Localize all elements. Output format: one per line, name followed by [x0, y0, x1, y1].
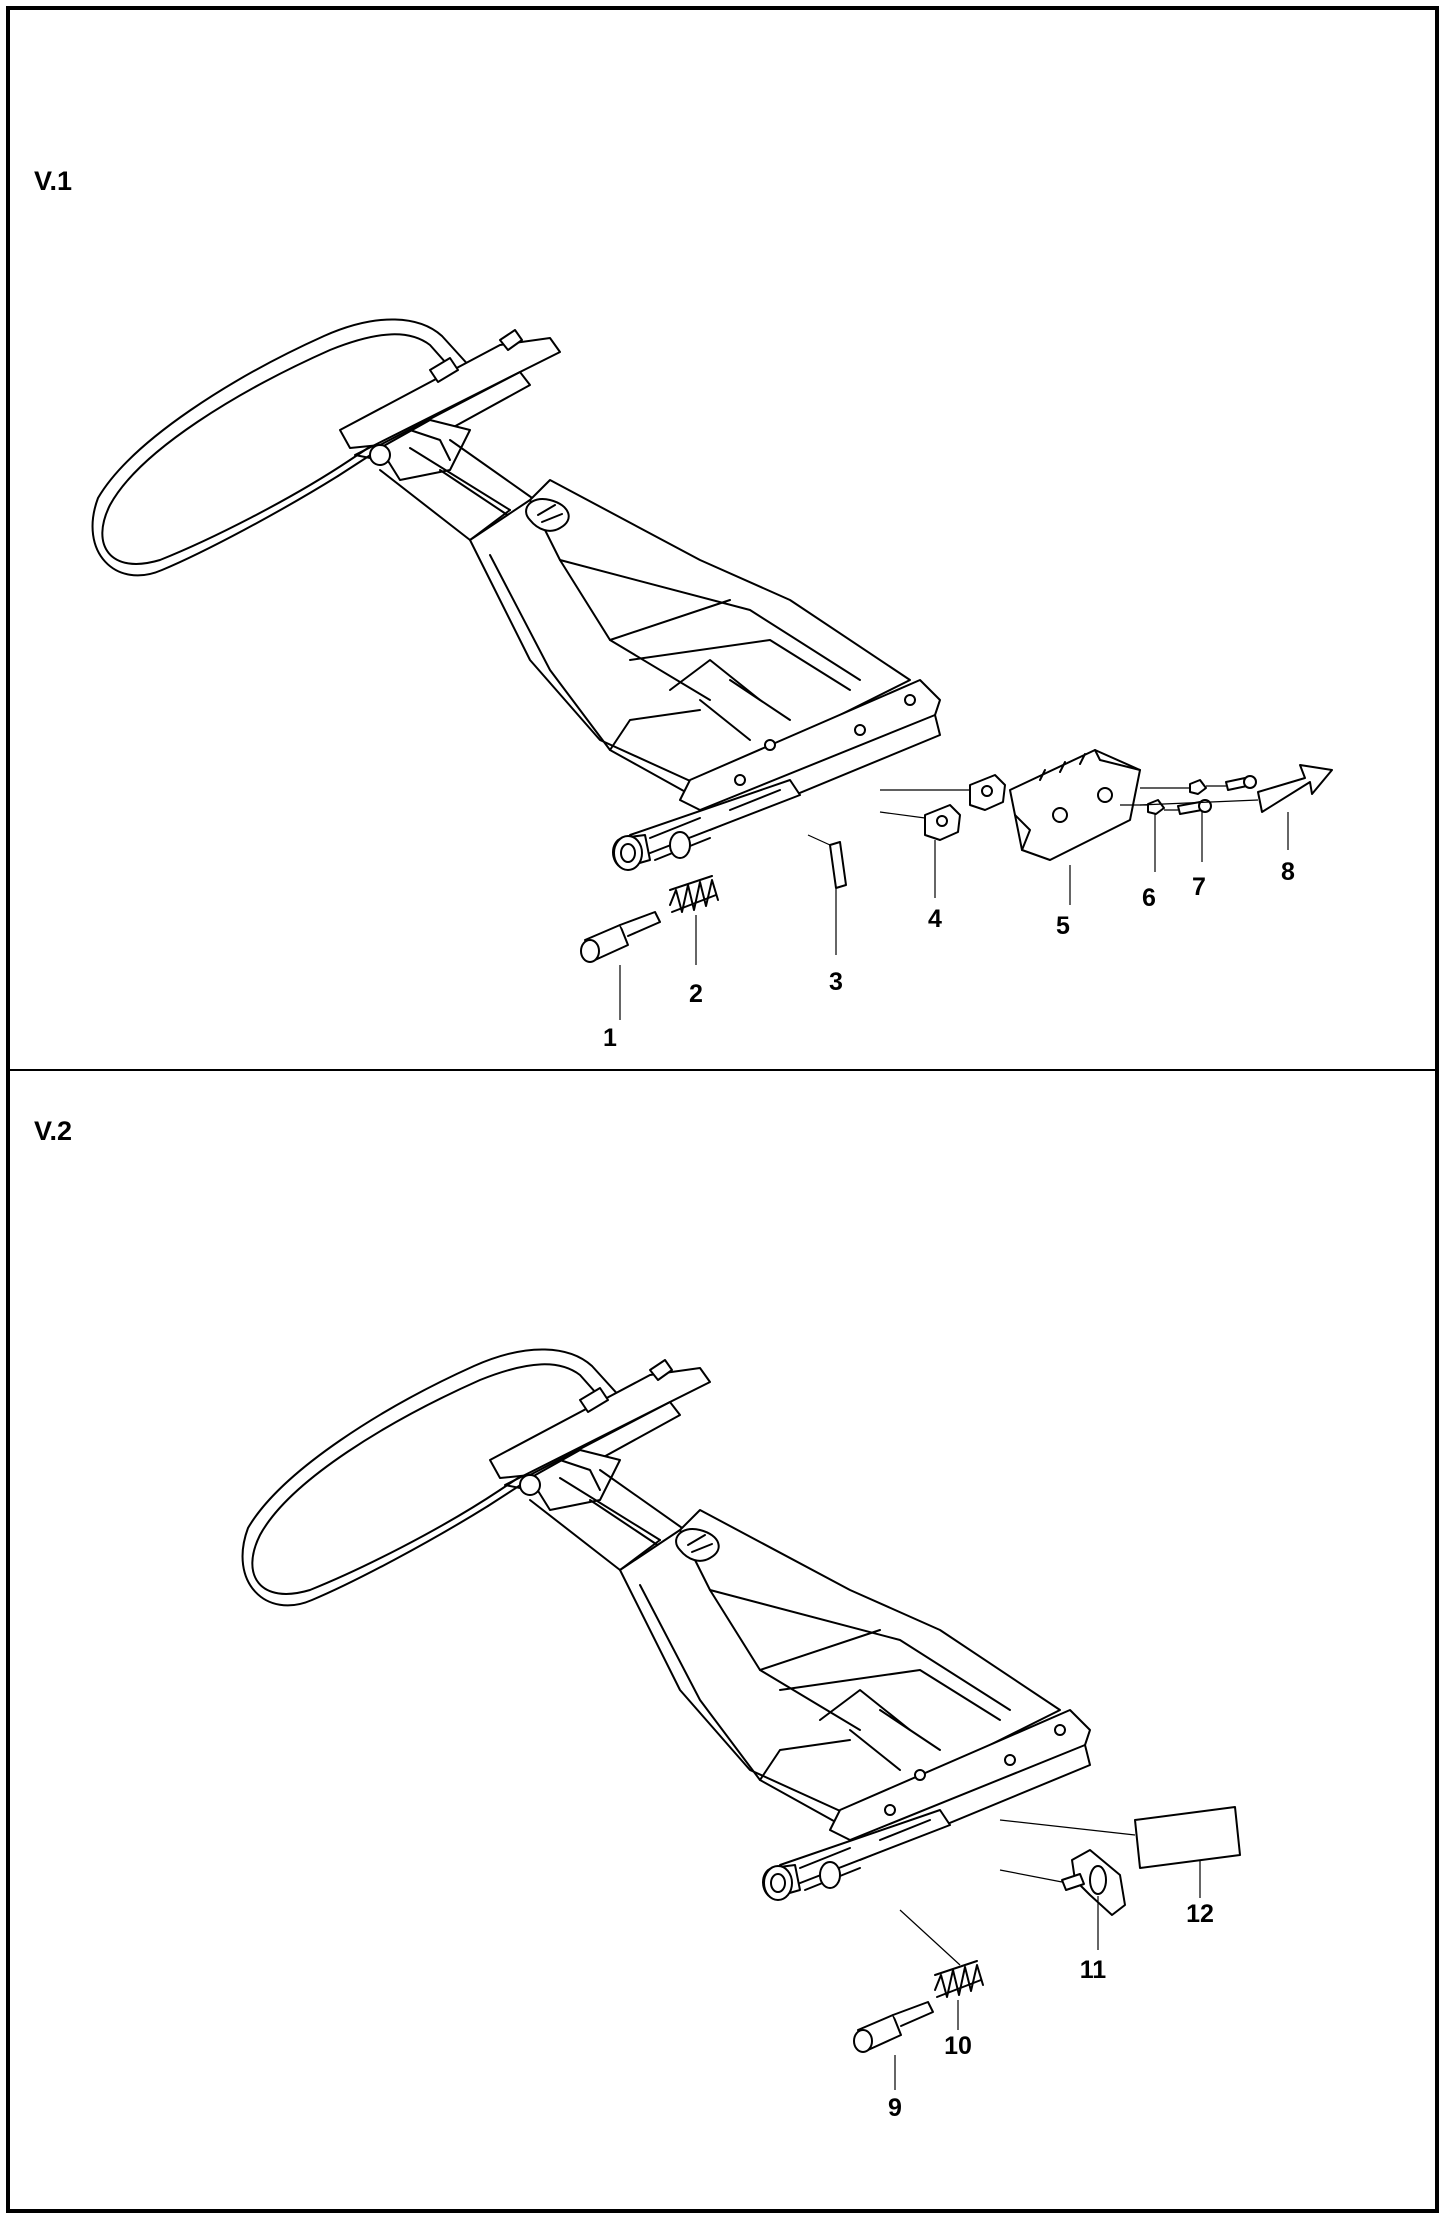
part-8-arrow-decal: [1139, 764, 1333, 850]
part-1-pin: [580, 911, 661, 1020]
part-3-roll-pin: [807, 834, 847, 955]
assembly-v2: [241, 1348, 1091, 1901]
callout-1: 1: [603, 1024, 617, 1052]
callout-2: 2: [689, 980, 703, 1008]
page-frame: [6, 6, 1439, 2213]
assembly-v1: [91, 318, 941, 871]
callout-11: 11: [1080, 1956, 1107, 1984]
section-title-v1: V.1: [34, 166, 72, 196]
part-4-bracket: [879, 774, 1006, 898]
part-2-spring: [669, 875, 719, 965]
section-title-v2: V.2: [34, 1116, 72, 1146]
part-9-pin: [853, 2001, 934, 2090]
part-10-spring: [899, 1909, 984, 2030]
part-7-screw: [1164, 775, 1257, 862]
part-11-knob: [999, 1849, 1126, 1950]
callout-8: 8: [1281, 858, 1295, 886]
callout-6: 6: [1142, 884, 1156, 912]
part-6-nut: [1120, 779, 1207, 872]
callout-10: 10: [944, 2032, 972, 2060]
part-5-housing: [1009, 749, 1141, 905]
callout-3: 3: [829, 968, 843, 996]
part-12-label-plate: [999, 1806, 1241, 1898]
callout-5: 5: [1056, 912, 1070, 940]
callout-7: 7: [1192, 873, 1206, 901]
callout-12: 12: [1186, 1900, 1214, 1928]
callout-4: 4: [928, 905, 942, 933]
section-divider: [6, 1069, 1439, 1071]
callout-9: 9: [888, 2094, 902, 2122]
